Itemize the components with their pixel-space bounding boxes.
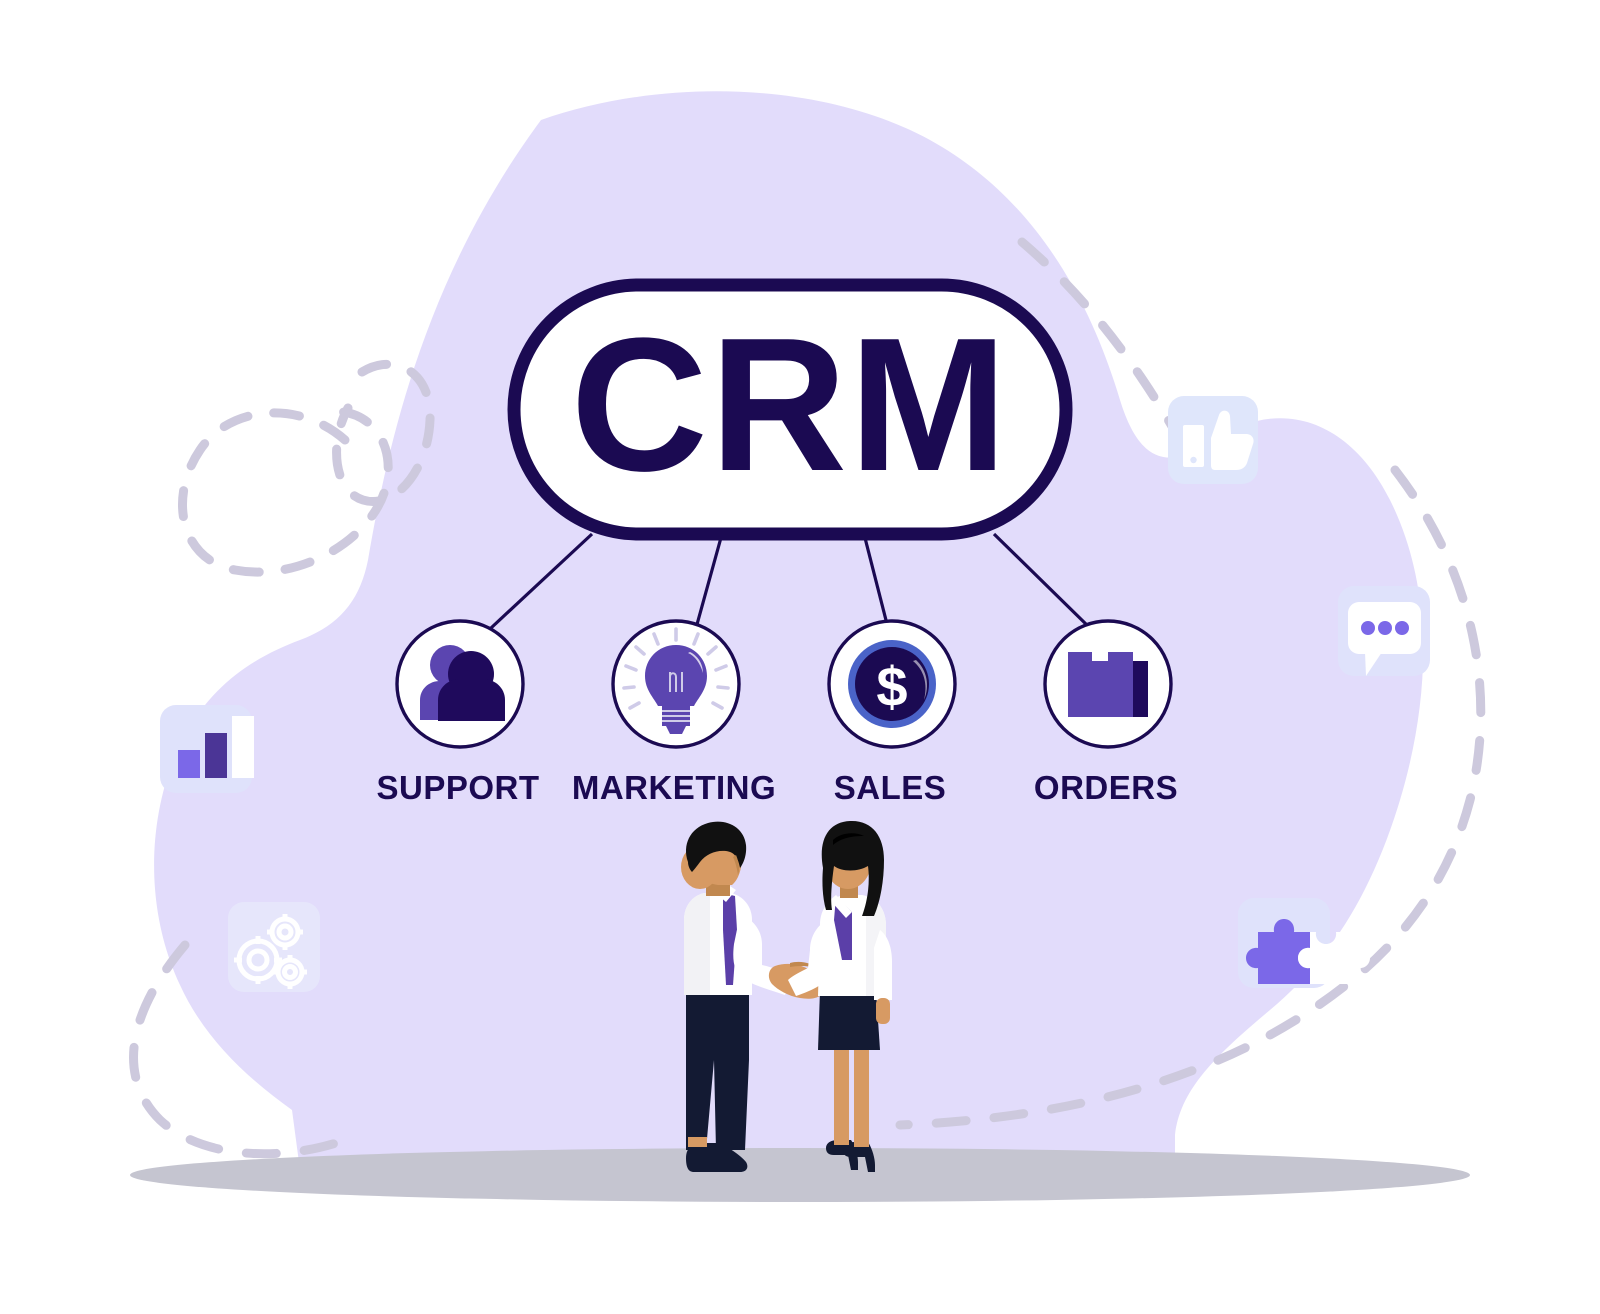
businesswoman-leg-back	[834, 1040, 849, 1145]
businessman-hair	[686, 821, 747, 872]
bar-chart-icon	[178, 716, 254, 778]
dashed-curve-left-lower	[129, 940, 350, 1159]
dashed-loop-large-left	[178, 407, 393, 577]
crm-central-node[interactable]: CRM	[507, 278, 1073, 541]
branch-node-marketing[interactable]: MARKETING	[572, 619, 776, 806]
bar-chart-badge	[160, 705, 254, 793]
businessman-trousers	[686, 985, 749, 1150]
marketing-label: MARKETING	[572, 769, 776, 806]
dashed-loop-small-left	[332, 359, 435, 506]
gears-icon	[234, 914, 307, 989]
sales-label: SALES	[834, 769, 947, 806]
businesswoman-arm-front	[788, 920, 834, 996]
dollar-coin-icon: $	[848, 640, 936, 728]
svg-text:$: $	[876, 655, 907, 718]
branch-node-orders[interactable]: ORDERS	[1034, 619, 1178, 806]
gears-badge	[228, 902, 320, 992]
ground-shadow	[130, 1148, 1470, 1202]
chat-bubble-badge	[1338, 586, 1430, 676]
businessman-shoe-back	[686, 1143, 748, 1172]
crm-pill-shape	[507, 278, 1073, 541]
chat-bubble-icon	[1348, 602, 1421, 676]
lightbulb-icon	[622, 627, 730, 734]
connector-line-sales	[862, 533, 890, 629]
branch-node-support[interactable]: SUPPORT	[376, 619, 539, 806]
businessman-tie	[723, 893, 737, 985]
businesswoman-shoe-front	[843, 1142, 875, 1172]
connector-lines-group	[489, 532, 1092, 630]
thumbs-up-icon	[1183, 410, 1254, 470]
people-icon	[420, 645, 505, 721]
puzzle-badge	[1238, 898, 1370, 988]
connector-line-orders	[992, 532, 1092, 630]
background-blob	[154, 91, 1424, 1170]
puzzle-piece-icon	[1246, 919, 1370, 984]
crm-pill-label: CRM	[571, 299, 1010, 511]
support-label: SUPPORT	[376, 769, 539, 806]
businesswoman-figure	[788, 820, 892, 1172]
businesswoman-leg-front	[854, 1040, 869, 1147]
businesswoman-hair	[821, 820, 884, 916]
connector-line-marketing	[694, 533, 724, 629]
connector-line-support	[489, 532, 594, 630]
businesswoman-arm-back	[874, 930, 892, 1000]
branch-node-sales[interactable]: $ SALES	[827, 619, 957, 806]
orders-label: ORDERS	[1034, 769, 1178, 806]
background-blob-group	[154, 91, 1424, 1170]
dashed-curve-right-upper	[1017, 237, 1185, 445]
businesswoman-skirt	[818, 990, 880, 1050]
package-box-icon	[1068, 652, 1148, 717]
thumbs-up-badge	[1168, 396, 1258, 484]
dashed-decoration-group	[129, 237, 1486, 1159]
